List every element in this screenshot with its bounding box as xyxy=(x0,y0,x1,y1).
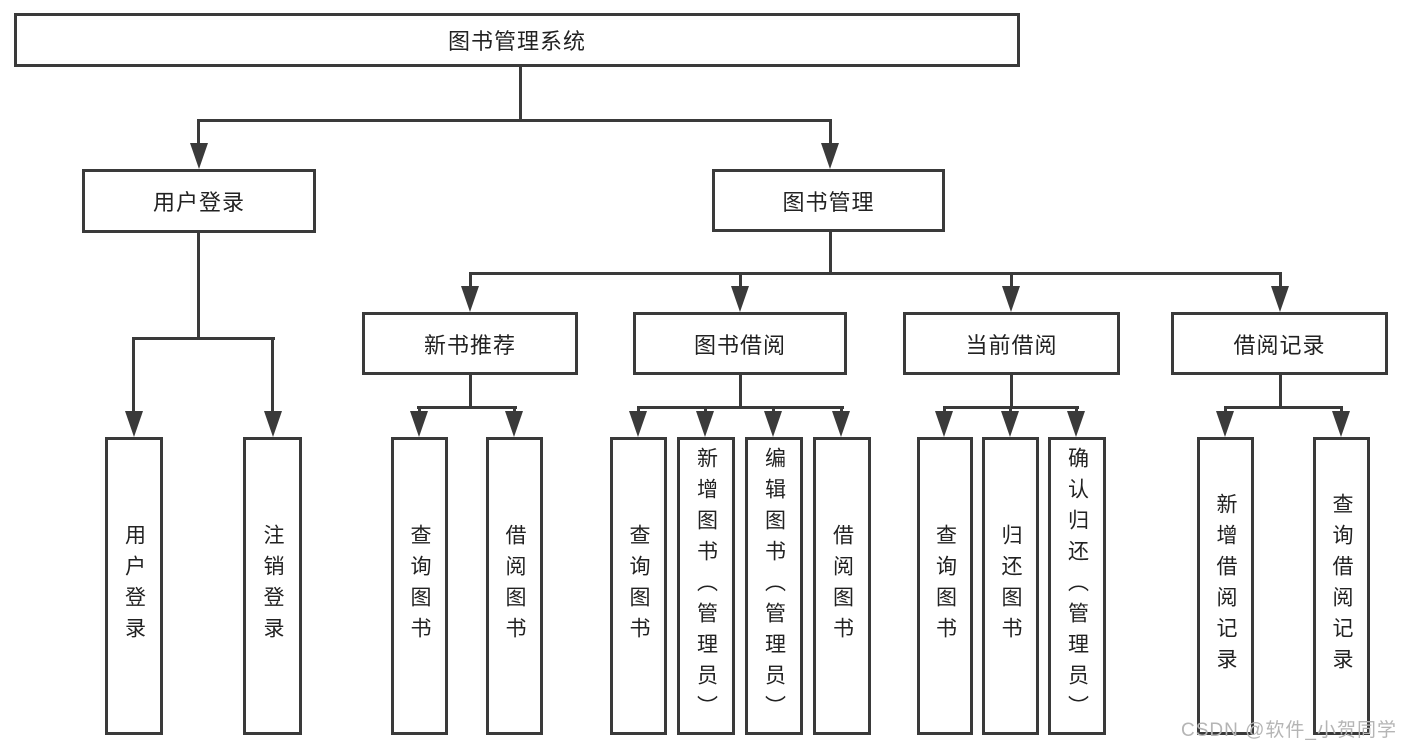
arrow-down-icon xyxy=(190,143,208,169)
node-root-label: 图书管理系统 xyxy=(447,29,586,54)
node-cb-confirm-return-admin: 确认归还（管理员） xyxy=(1048,437,1106,735)
node-br-add-record-label: 新增借阅记录 xyxy=(1214,493,1237,679)
arrow-down-icon xyxy=(821,143,839,169)
arrow-down-icon xyxy=(1002,286,1020,312)
connector-line xyxy=(637,406,844,409)
arrow-down-icon xyxy=(629,411,647,437)
arrow-down-icon xyxy=(1271,286,1289,312)
connector-line xyxy=(739,375,742,408)
arrow-down-icon xyxy=(696,411,714,437)
node-borrow-records-label: 借阅记录 xyxy=(1233,332,1326,358)
arrow-down-icon xyxy=(1067,411,1085,437)
connector-line xyxy=(197,119,200,145)
node-book-management: 图书管理 xyxy=(712,169,945,232)
node-br-query-record: 查询借阅记录 xyxy=(1313,437,1370,735)
node-br-add-record: 新增借阅记录 xyxy=(1197,437,1254,735)
node-current-borrowing-label: 当前借阅 xyxy=(965,332,1058,358)
node-cb-return-books: 归还图书 xyxy=(982,437,1039,735)
node-nb-borrow-books: 借阅图书 xyxy=(486,437,543,735)
connector-line xyxy=(829,119,832,145)
node-cb-return-books-label: 归还图书 xyxy=(999,524,1022,648)
node-cb-query-books: 查询图书 xyxy=(917,437,973,735)
node-bb-edit-books-admin-label: 编辑图书（管理员） xyxy=(762,446,786,726)
connector-line xyxy=(1224,406,1227,414)
node-book-management-label: 图书管理 xyxy=(782,189,875,215)
arrow-down-icon xyxy=(731,286,749,312)
connector-line xyxy=(418,406,421,414)
connector-line xyxy=(1279,375,1282,408)
arrow-down-icon xyxy=(461,286,479,312)
connector-line xyxy=(943,406,946,414)
connector-line xyxy=(772,406,775,414)
node-logout-label: 注销登录 xyxy=(261,524,284,648)
arrow-down-icon xyxy=(935,411,953,437)
connector-line xyxy=(469,375,472,408)
node-bb-edit-books-admin: 编辑图书（管理员） xyxy=(745,437,803,735)
node-borrow-records: 借阅记录 xyxy=(1171,312,1388,375)
connector-line xyxy=(1010,272,1013,288)
connector-line xyxy=(829,232,832,274)
node-bb-borrow-books: 借阅图书 xyxy=(813,437,871,735)
node-book-borrowing-label: 图书借阅 xyxy=(693,332,786,358)
arrow-down-icon xyxy=(505,411,523,437)
node-logout: 注销登录 xyxy=(243,437,302,735)
connector-line xyxy=(197,232,200,339)
connector-line xyxy=(519,66,522,121)
node-br-query-record-label: 查询借阅记录 xyxy=(1330,493,1353,679)
node-cb-query-books-label: 查询图书 xyxy=(933,524,957,648)
connector-line xyxy=(132,337,275,340)
node-bb-add-books-admin: 新增图书（管理员） xyxy=(677,437,735,735)
connector-line xyxy=(271,337,274,413)
connector-line xyxy=(469,272,1282,275)
connector-line xyxy=(1279,272,1282,288)
arrow-down-icon xyxy=(410,411,428,437)
node-bb-query-books-label: 查询图书 xyxy=(627,524,650,648)
node-user-login: 用户登录 xyxy=(82,169,316,233)
connector-line xyxy=(1340,406,1343,414)
connector-line xyxy=(1010,375,1013,408)
connector-line xyxy=(637,406,640,414)
arrow-down-icon xyxy=(1216,411,1234,437)
connector-line xyxy=(1224,406,1343,409)
node-user-login-label: 用户登录 xyxy=(152,190,245,215)
node-new-book-recommend-label: 新书推荐 xyxy=(423,332,516,358)
connector-line xyxy=(469,272,472,288)
node-nb-query-books: 查询图书 xyxy=(391,437,448,735)
connector-line xyxy=(840,406,843,414)
connector-line xyxy=(132,337,135,413)
node-nb-borrow-books-label: 借阅图书 xyxy=(503,524,526,648)
arrow-down-icon xyxy=(125,411,143,437)
node-current-borrowing: 当前借阅 xyxy=(903,312,1120,375)
connector-line xyxy=(417,406,517,409)
node-login: 用户登录 xyxy=(105,437,163,735)
csdn-watermark: CSDN @软件_小贺同学 xyxy=(1181,720,1397,741)
arrow-down-icon xyxy=(832,411,850,437)
arrow-down-icon xyxy=(1001,411,1019,437)
connector-line xyxy=(197,119,832,122)
arrow-down-icon xyxy=(264,411,282,437)
node-root: 图书管理系统 xyxy=(14,13,1020,67)
connector-line xyxy=(1075,406,1078,414)
node-bb-query-books: 查询图书 xyxy=(610,437,667,735)
node-new-book-recommend: 新书推荐 xyxy=(362,312,578,375)
connector-line xyxy=(704,406,707,414)
node-bb-borrow-books-label: 借阅图书 xyxy=(830,524,854,648)
node-login-label: 用户登录 xyxy=(122,524,146,648)
connector-line xyxy=(1009,406,1012,414)
connector-line xyxy=(513,406,516,414)
node-cb-confirm-return-admin-label: 确认归还（管理员） xyxy=(1065,446,1089,726)
arrow-down-icon xyxy=(764,411,782,437)
node-bb-add-books-admin-label: 新增图书（管理员） xyxy=(694,446,718,726)
arrow-down-icon xyxy=(1332,411,1350,437)
connector-line xyxy=(739,272,742,288)
node-book-borrowing: 图书借阅 xyxy=(633,312,847,375)
node-nb-query-books-label: 查询图书 xyxy=(408,524,431,648)
